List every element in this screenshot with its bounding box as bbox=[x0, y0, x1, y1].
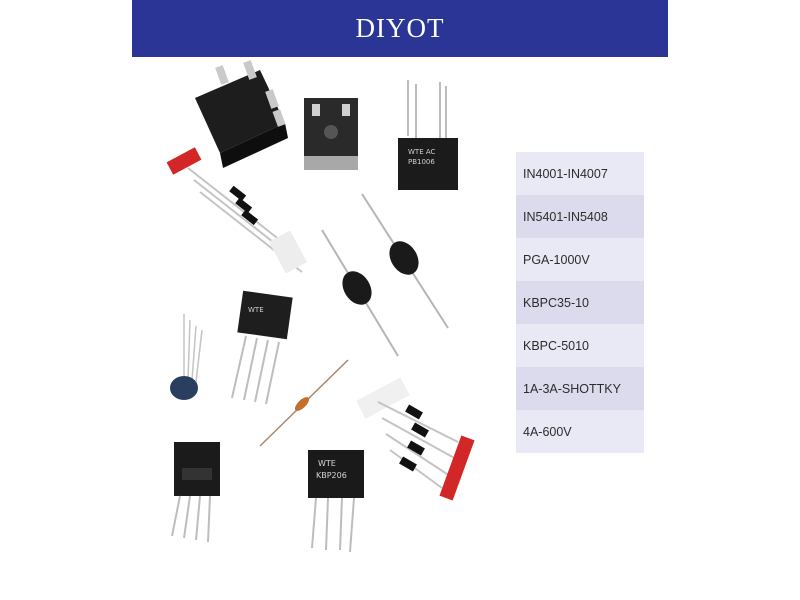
list-item: IN5401-IN5408 bbox=[516, 195, 644, 238]
bridge-label-wte-ac: WTE AC bbox=[408, 148, 436, 156]
kbp-label-part: KBP206 bbox=[316, 471, 347, 480]
list-item: KBPC-5010 bbox=[516, 324, 644, 367]
axial-diode-large-1 bbox=[321, 229, 399, 357]
diode-collection-photo: WTE AC PB1006 WTE bbox=[166, 60, 475, 553]
round-bridge-rectifier bbox=[170, 314, 203, 400]
sip-bridge-rectifier: WTE bbox=[231, 290, 293, 405]
taped-axial-diodes-left bbox=[166, 147, 308, 274]
flat-bridge-rectifier-tall-leads: WTE AC PB1006 bbox=[398, 80, 458, 190]
diode-product-list: IN4001-IN4007 IN5401-IN5408 PGA-1000V KB… bbox=[516, 152, 644, 453]
bridge-label-part: PB1006 bbox=[408, 158, 435, 166]
square-bridge-rectifier-small bbox=[304, 98, 358, 170]
list-item: KBPC35-10 bbox=[516, 281, 644, 324]
sip-label: WTE bbox=[248, 306, 264, 314]
list-item: 1A-3A-SHOTTKY bbox=[516, 367, 644, 410]
list-item: IN4001-IN4007 bbox=[516, 152, 644, 195]
header-banner: DIYOT bbox=[132, 0, 668, 57]
page-title: DIYOT bbox=[355, 13, 445, 43]
list-item: PGA-1000V bbox=[516, 238, 644, 281]
kbp-bridge-rectifier: WTE KBP206 bbox=[308, 450, 364, 553]
small-glass-diode bbox=[259, 359, 349, 447]
axial-diode-large-2 bbox=[361, 193, 449, 329]
taped-axial-diodes-right bbox=[356, 377, 475, 501]
square-bridge-rectifier-large bbox=[195, 60, 288, 168]
kbp-label-wte: WTE bbox=[318, 459, 336, 468]
list-item: 4A-600V bbox=[516, 410, 644, 453]
to220-bridge-rectifier bbox=[171, 442, 220, 543]
